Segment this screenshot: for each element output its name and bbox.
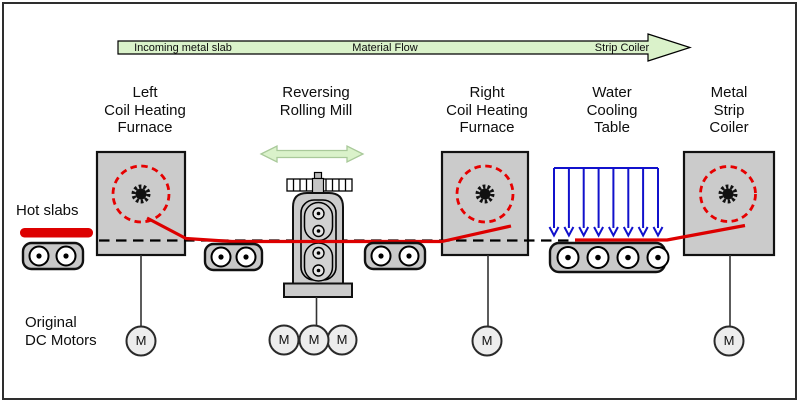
roller-table-left-of-mill (203, 242, 264, 272)
motor-letter: M (481, 333, 493, 348)
hot-slab (20, 228, 93, 238)
coiler-coil (699, 165, 757, 223)
label-hot-slabs: Hot slabs (16, 202, 79, 219)
motor-letter: M (308, 332, 320, 347)
motor-letter: M (278, 332, 290, 347)
right-mandrel-icon (479, 188, 491, 200)
mill-upper-rolls (303, 201, 334, 242)
cooling-roller-table (548, 241, 670, 274)
motor-letter: M (135, 333, 147, 348)
metal-strip-line-cooling (575, 223, 746, 242)
label-right-furnace: Right Coil Heating Furnace (446, 84, 528, 136)
motor-coiler (713, 325, 745, 357)
motors (125, 324, 745, 357)
label-strip-coiler: Metal Strip Coiler (709, 84, 749, 136)
banner-incoming-label: Incoming metal slab (134, 42, 232, 54)
motor-mill-center (298, 324, 330, 356)
label-cooling-table: Water Cooling Table (586, 84, 638, 136)
metal-strip-line (146, 216, 512, 244)
banner-strip-coiler-label: Strip Coiler (594, 42, 650, 54)
coiler-mandrel-icon (722, 188, 734, 200)
left-mandrel-icon (135, 188, 147, 200)
mill-base (283, 282, 353, 298)
left-coil (111, 164, 171, 224)
rolling-mill-stand (283, 171, 353, 326)
water-spray-nozzles (548, 167, 664, 238)
reversing-direction-arrow-icon (259, 144, 365, 164)
mill-lower-rolls (303, 242, 334, 282)
strip-coiler-box (682, 150, 776, 257)
motor-letter: M (723, 333, 735, 348)
material-flow-arrow (117, 33, 692, 62)
motor-right-furnace (471, 325, 503, 357)
label-rolling-mill: Reversing Rolling Mill (279, 84, 353, 119)
motor-left-furnace (125, 325, 157, 357)
roller-table-right-of-mill (363, 241, 427, 271)
roller-table-entry (21, 241, 85, 271)
label-dc-motors: Original DC Motors (25, 314, 97, 349)
label-left-furnace: Left Coil Heating Furnace (104, 84, 186, 136)
banner-material-flow-label: Material Flow (352, 42, 418, 54)
motor-letter: M (336, 332, 348, 347)
right-coil (455, 164, 515, 224)
